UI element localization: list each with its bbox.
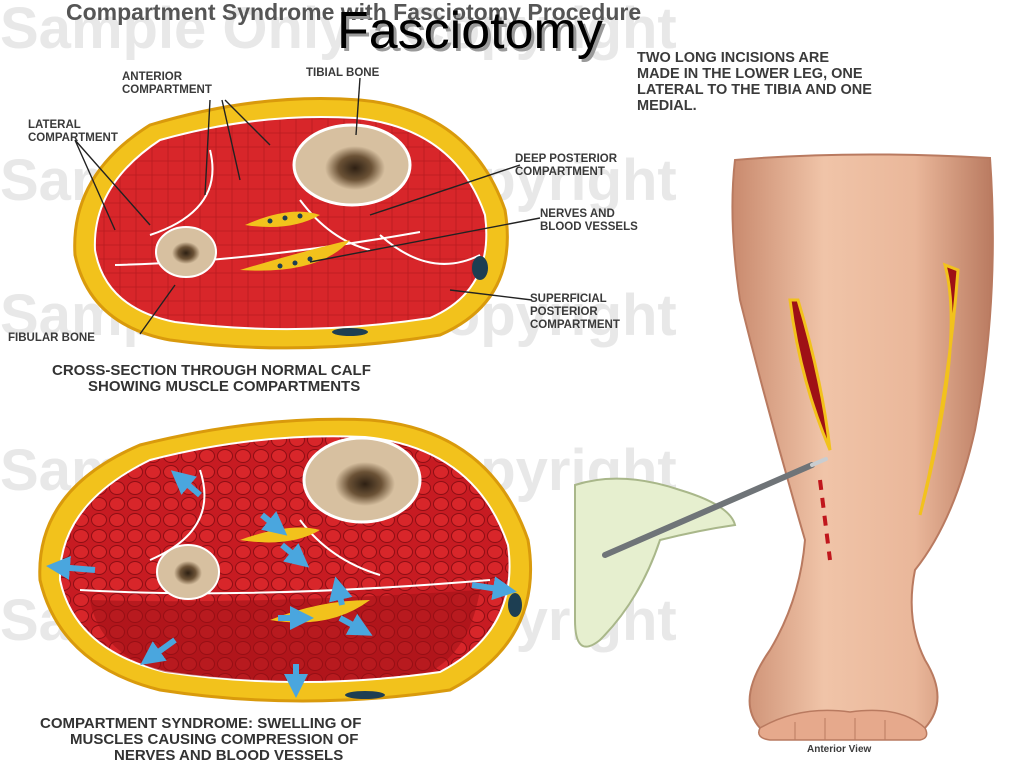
leader-deep-posterior [369, 164, 521, 216]
caption-syndrome-3: NERVES AND BLOOD VESSELS [114, 747, 343, 764]
leg-anterior-view: TWO LONG INCISIONS ARE MADE IN THE LOWER… [574, 50, 994, 755]
medial-incision [918, 262, 960, 516]
scalpel [602, 462, 815, 558]
caption-normal-1: CROSS-SECTION THROUGH NORMAL CALF [52, 362, 371, 379]
arrow-swelling [471, 576, 517, 601]
label-superficial-2: POSTERIOR [530, 306, 598, 318]
caption-syndrome-2: MUSCLES CAUSING COMPRESSION OF [70, 731, 358, 748]
incision-note-1: TWO LONG INCISIONS ARE [637, 50, 829, 66]
compressed-region [90, 590, 480, 681]
superficial-vessel [472, 256, 488, 280]
vessel-dot [297, 213, 303, 219]
nerve-channel [240, 240, 350, 271]
label-fibular: FIBULAR BONE [8, 332, 95, 344]
illustration-header: Compartment Syndrome with Fasciotomy Pro… [66, 0, 641, 25]
arrow-swelling [170, 470, 202, 498]
fascia-lines [114, 149, 481, 266]
arrow-swelling [338, 613, 373, 636]
gloved-hand [574, 477, 737, 648]
normal-cross-section: ANTERIOR COMPARTMENT TIBIAL BONE LATERAL… [8, 67, 638, 395]
planned-incision-line [818, 479, 832, 561]
superficial-vessel [508, 593, 522, 617]
label-superficial-3: COMPARTMENT [530, 319, 620, 331]
slide-title: Fasciotomy [337, 2, 603, 60]
vessel-dot [282, 215, 288, 221]
superficial-vessel [332, 328, 368, 336]
vessel-dot [267, 218, 273, 224]
toe-lines [794, 718, 886, 740]
label-anterior-2: COMPARTMENT [122, 84, 212, 96]
incision-note-3: LATERAL TO THE TIBIA AND ONE [637, 82, 872, 98]
leader-fibular [139, 284, 176, 335]
label-deep-posterior-2: COMPARTMENT [515, 166, 605, 178]
tibia-marrow [325, 146, 385, 190]
label-anterior-view: Anterior View [807, 744, 871, 755]
vessel-dot [277, 263, 283, 269]
arrow-swelling [140, 637, 177, 666]
label-lateral-1: LATERAL [28, 119, 81, 131]
watermark-text: Sample Only - Copyright [0, 0, 677, 61]
caption-normal-2: SHOWING MUSCLE COMPARTMENTS [88, 378, 360, 395]
arrow-swelling [260, 511, 288, 536]
leader-superficial [449, 289, 533, 301]
incision-note-2: MADE IN THE LOWER LEG, ONE [637, 66, 863, 82]
label-anterior-1: ANTERIOR [122, 71, 183, 83]
label-deep-posterior-1: DEEP POSTERIOR [515, 153, 618, 165]
caption-syndrome-1: COMPARTMENT SYNDROME: SWELLING OF [40, 715, 361, 732]
leader-anterior [204, 99, 271, 196]
lateral-incision [788, 298, 832, 451]
superficial-vessel [345, 691, 385, 699]
leader-tibial [355, 77, 361, 136]
syndrome-cross-section: COMPARTMENT SYNDROME: SWELLING OF MUSCLE… [38, 417, 533, 764]
label-nerves-2: BLOOD VESSELS [540, 221, 638, 233]
arrow-swelling [280, 542, 310, 568]
label-nerves-1: NERVES AND [540, 208, 615, 220]
label-tibial: TIBIAL BONE [306, 67, 380, 79]
vessel-dot [307, 256, 313, 262]
label-superficial-1: SUPERFICIAL [530, 293, 607, 305]
label-lateral-2: COMPARTMENT [28, 132, 118, 144]
fibula-marrow [172, 242, 200, 264]
tibia-marrow [335, 462, 395, 506]
incision-note-4: MEDIAL. [637, 98, 697, 114]
scalpel-blade [810, 457, 828, 467]
fibula-marrow [174, 561, 202, 585]
swelling-arrows [46, 470, 517, 698]
leg-skin [731, 153, 994, 734]
arrow-swelling [329, 576, 353, 606]
vessel-dot [292, 260, 298, 266]
leader-nerves [309, 217, 541, 263]
leader-lateral [74, 139, 151, 231]
arrow-swelling [46, 556, 96, 580]
slide-title-shadow: Fasciotomy [340, 5, 606, 63]
